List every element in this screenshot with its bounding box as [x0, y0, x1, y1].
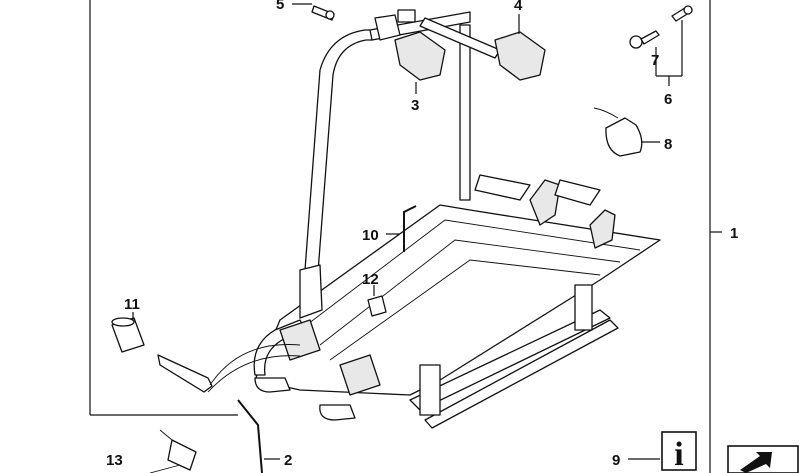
callout-2: 2 — [284, 452, 292, 469]
part-12-cylinder — [367, 295, 387, 317]
callout-8: 8 — [664, 136, 672, 153]
plug-cable — [157, 344, 301, 393]
bracket-6-7 — [655, 20, 683, 86]
callout-6: 6 — [664, 91, 672, 108]
assembly-bracket — [89, 0, 722, 473]
callout-10: 10 — [362, 227, 379, 244]
part-13-plug — [149, 429, 197, 473]
callout-13: 13 — [106, 452, 123, 469]
part-8-strap — [593, 107, 660, 157]
part-6-screw — [671, 5, 693, 22]
leader-lines — [132, 3, 660, 460]
info-glyph: i — [674, 436, 683, 473]
callout-9: 9 — [612, 452, 620, 469]
arrow-box-icon — [727, 445, 799, 473]
callout-4: 4 — [514, 0, 523, 14]
callout-5: 5 — [276, 0, 284, 13]
callout-7: 7 — [651, 52, 659, 69]
carrier-frame — [253, 9, 661, 429]
callout-1: 1 — [730, 225, 738, 242]
info-icon: i — [661, 431, 697, 473]
part-10-allen-key — [403, 205, 417, 252]
callout-11: 11 — [124, 296, 140, 313]
callout-12: 12 — [362, 271, 379, 288]
part-5-bolt — [311, 5, 335, 21]
callout-3: 3 — [411, 97, 419, 114]
part-11-cap — [111, 317, 145, 353]
frame-holders — [374, 14, 546, 81]
part-7-key — [629, 30, 660, 49]
part-2-pin — [237, 399, 263, 473]
